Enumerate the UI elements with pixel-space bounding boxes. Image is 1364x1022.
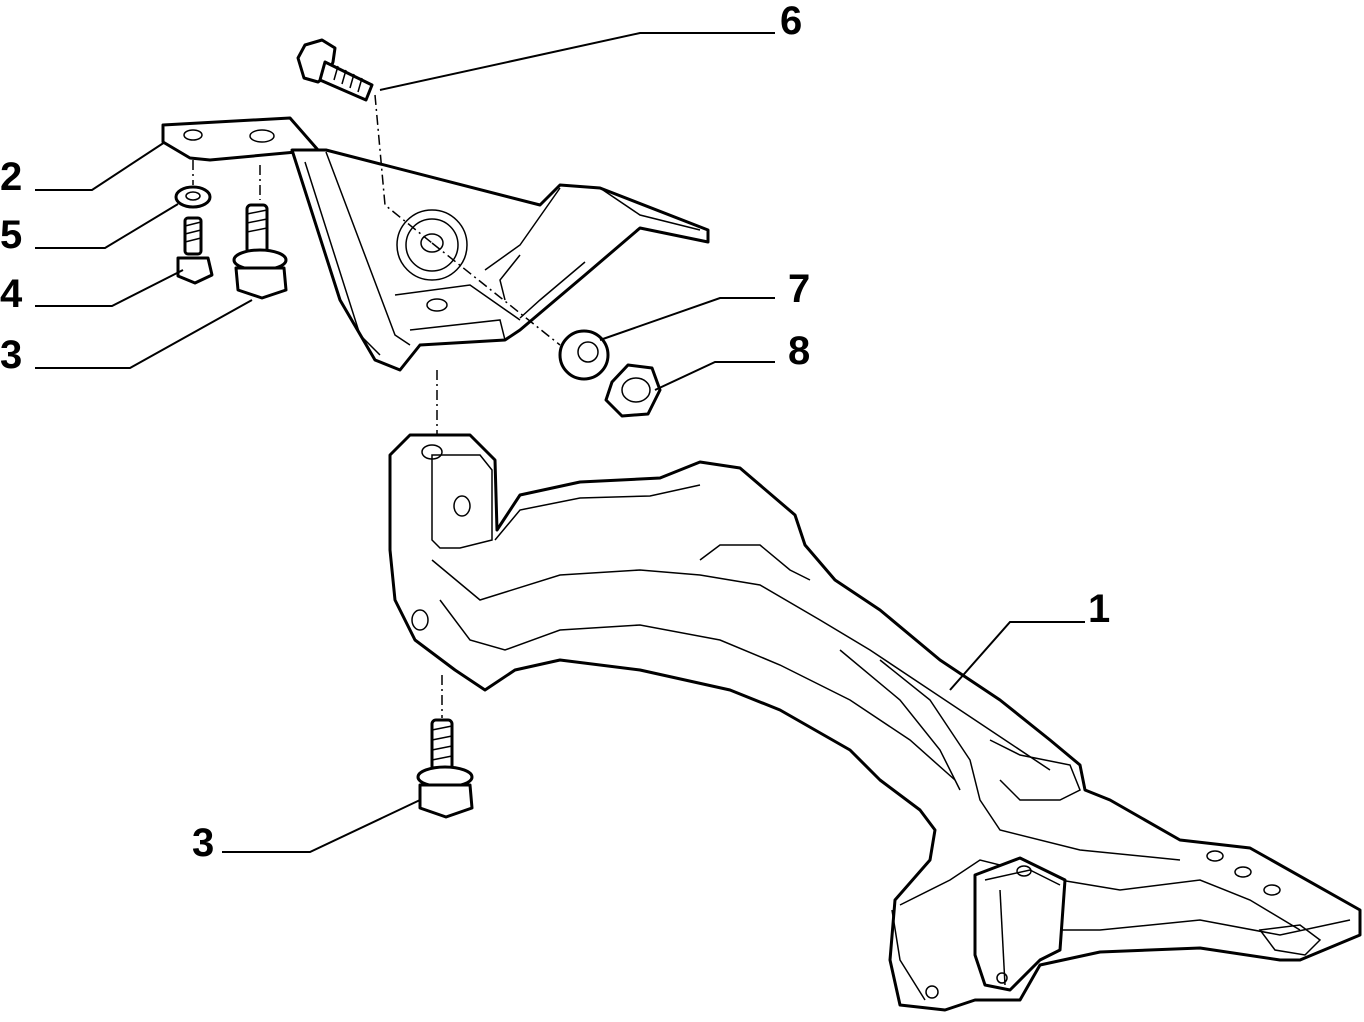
bolt-3-top — [232, 203, 288, 300]
upper-bracket — [161, 116, 710, 372]
callout-2: 2 — [0, 155, 22, 199]
bolt-6 — [296, 38, 374, 102]
callout-6: 6 — [780, 0, 802, 43]
callout-labels: 1 2 5 4 3 3 6 7 8 — [0, 0, 1110, 865]
nut-8 — [604, 363, 662, 418]
bolt-4 — [176, 216, 214, 285]
callout-3-top: 3 — [0, 333, 22, 377]
washer-7 — [558, 329, 610, 381]
callout-7: 7 — [788, 267, 810, 311]
washer-5 — [174, 185, 212, 209]
callout-1: 1 — [1088, 587, 1110, 631]
crossmember-1 — [388, 433, 1362, 1012]
alignment-lines — [192, 94, 561, 718]
callout-3-bottom: 3 — [192, 821, 214, 865]
callout-8: 8 — [788, 329, 810, 373]
callout-4: 4 — [0, 272, 23, 316]
callout-5: 5 — [0, 213, 22, 257]
bolt-3-bottom — [416, 718, 474, 819]
leader-lines — [35, 32, 1085, 853]
